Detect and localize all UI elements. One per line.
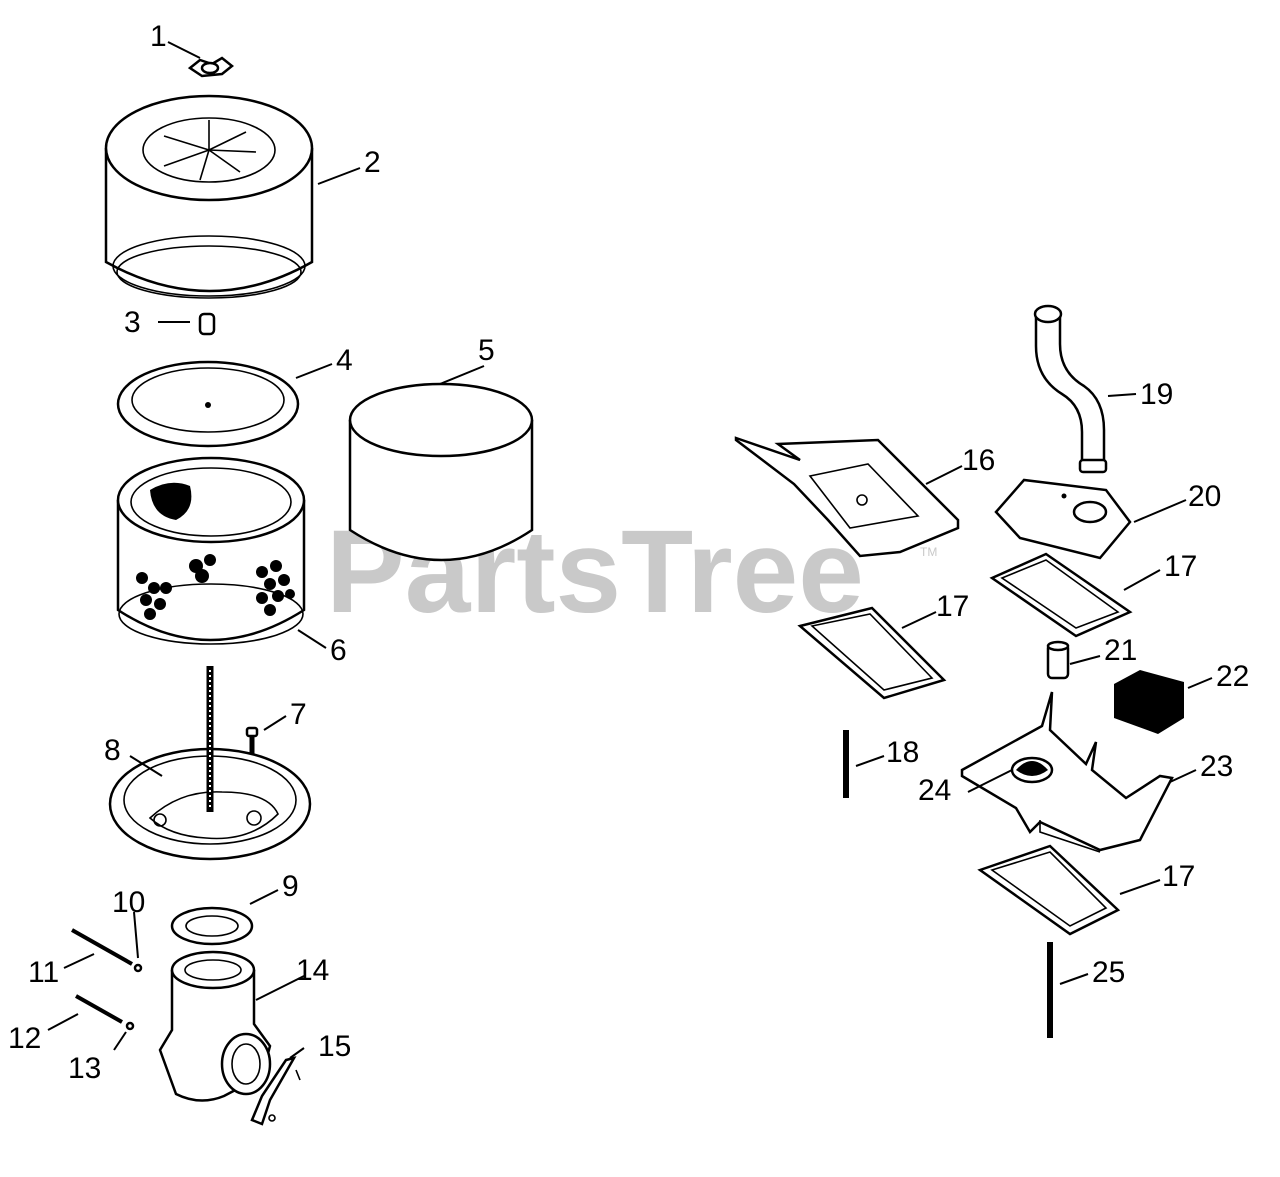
callout-12: 12 bbox=[8, 1022, 41, 1055]
callout-5: 5 bbox=[478, 334, 495, 367]
callout-1: 1 bbox=[150, 20, 167, 53]
callout-17-upper: 17 bbox=[1164, 550, 1197, 583]
callout-23: 23 bbox=[1200, 750, 1233, 783]
part-8-base[interactable] bbox=[108, 666, 312, 861]
part-6-filter[interactable] bbox=[116, 456, 306, 645]
watermark-trademark: TM bbox=[920, 545, 937, 559]
part-15-bracket[interactable] bbox=[250, 1056, 301, 1126]
part-16-bracket-plate[interactable] bbox=[734, 436, 960, 558]
callout-22: 22 bbox=[1216, 660, 1249, 693]
callout-10: 10 bbox=[112, 886, 145, 919]
callout-6: 6 bbox=[330, 634, 347, 667]
part-3-spacer[interactable] bbox=[198, 312, 216, 336]
part-1-wing-nut[interactable] bbox=[187, 56, 235, 78]
callout-11: 11 bbox=[28, 956, 59, 989]
callout-8: 8 bbox=[104, 734, 121, 767]
part-10-nut[interactable] bbox=[133, 963, 143, 973]
part-4-plate[interactable] bbox=[116, 360, 300, 448]
part-21-spacer[interactable] bbox=[1046, 640, 1070, 680]
part-12-screw[interactable] bbox=[75, 994, 123, 1024]
part-11-screw[interactable] bbox=[71, 928, 133, 966]
callout-2: 2 bbox=[364, 146, 381, 179]
callout-3: 3 bbox=[124, 306, 141, 339]
part-14-elbow[interactable] bbox=[158, 950, 272, 1102]
callout-21: 21 bbox=[1104, 634, 1137, 667]
callout-20: 20 bbox=[1188, 480, 1221, 513]
callout-18: 18 bbox=[886, 736, 919, 769]
callout-24: 24 bbox=[918, 774, 951, 807]
callout-13: 13 bbox=[68, 1052, 101, 1085]
part-22-filter-block[interactable] bbox=[1114, 670, 1184, 734]
callout-16: 16 bbox=[962, 444, 995, 477]
callout-14: 14 bbox=[296, 954, 329, 987]
callout-7: 7 bbox=[290, 698, 307, 731]
callout-17-left: 17 bbox=[936, 590, 969, 623]
leader-lines bbox=[47, 41, 1213, 1059]
callout-labels: 1 2 3 4 5 6 7 8 9 10 11 12 13 14 15 16 1… bbox=[8, 20, 1249, 1085]
part-20-cover[interactable] bbox=[994, 478, 1132, 560]
part-24-valve[interactable] bbox=[1010, 756, 1054, 784]
part-17-gasket-left[interactable] bbox=[797, 606, 947, 700]
part-23-base-bracket[interactable] bbox=[960, 691, 1174, 853]
part-2-cover[interactable] bbox=[104, 94, 314, 299]
callout-19: 19 bbox=[1140, 378, 1173, 411]
callout-17-lower: 17 bbox=[1162, 860, 1195, 893]
callout-15: 15 bbox=[318, 1030, 351, 1063]
callout-9: 9 bbox=[282, 870, 299, 903]
part-19-tube[interactable] bbox=[1033, 304, 1108, 474]
part-17-gasket-upper[interactable] bbox=[989, 552, 1133, 638]
callout-4: 4 bbox=[336, 344, 353, 377]
part-13-washer[interactable] bbox=[125, 1021, 135, 1031]
part-17-gasket-lower[interactable] bbox=[977, 844, 1121, 936]
part-9-gasket[interactable] bbox=[170, 906, 254, 946]
part-5-precleaner[interactable] bbox=[348, 382, 534, 562]
callout-25: 25 bbox=[1092, 956, 1125, 989]
